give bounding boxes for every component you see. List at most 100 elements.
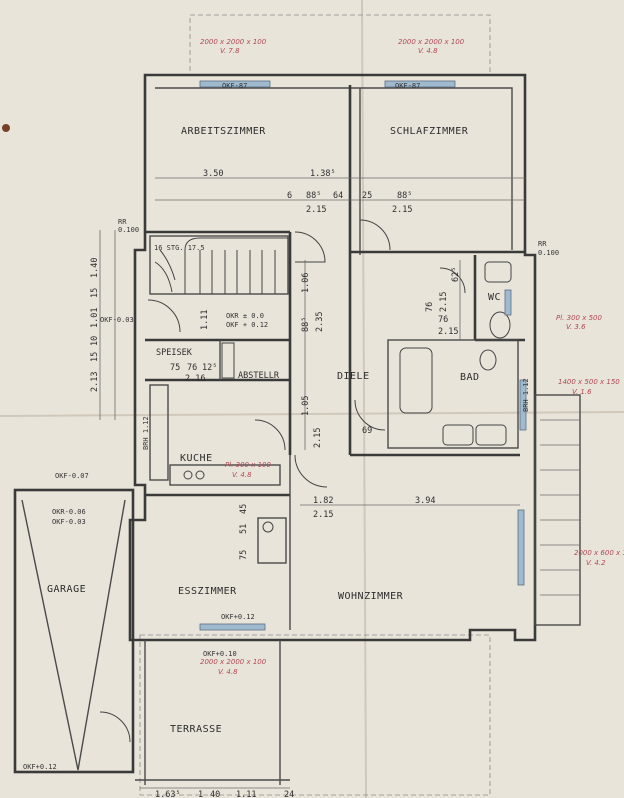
dimension-label: 1.06 <box>301 273 311 293</box>
level-note: OKF-0.03 <box>100 316 134 324</box>
sink <box>475 424 507 446</box>
level-note: OKF + 0.12 <box>226 321 268 329</box>
dimension-label: 2.16 <box>185 374 205 384</box>
pencil-note: V. 4.8 <box>232 471 252 479</box>
window <box>384 80 456 88</box>
rr-note: RR <box>538 240 547 248</box>
kitchen-counter <box>169 464 281 486</box>
dimension-label: 15 <box>90 288 100 298</box>
sink <box>442 424 474 446</box>
brh-note: BRH 1.12 <box>142 416 150 450</box>
dimension-label: 2.15 <box>439 292 449 312</box>
bathroom <box>387 339 519 449</box>
dimension-label: 88⁵ <box>301 317 311 332</box>
room-label-speisek: SPEISEK <box>156 348 193 358</box>
pencil-note: V. 4.8 <box>218 668 238 676</box>
window <box>504 289 512 316</box>
level-note: OKF+0.10 <box>203 650 237 658</box>
dimension-label: 12⁵ <box>202 363 217 373</box>
staircase <box>149 235 289 295</box>
dimension-label: 40 <box>210 790 220 798</box>
outer-wall <box>128 73 537 642</box>
room-label-kuche: KUCHE <box>180 453 213 464</box>
inner-wall-outline <box>155 87 513 250</box>
dimension-label: 1.11 <box>236 790 256 798</box>
room-label-wc: WC <box>488 292 501 303</box>
door-arc <box>354 399 386 431</box>
pencil-note: 1400 x 500 x 150 <box>558 378 620 386</box>
dimension-label: 2.35 <box>315 312 325 332</box>
pencil-note: Pl. 300 x 500 <box>556 314 602 322</box>
dimension-label: 1.63⁵ <box>155 790 181 798</box>
dimension-label: 24 <box>284 790 294 798</box>
bathtub <box>399 347 433 414</box>
dimension-label: 51 <box>239 524 249 534</box>
room-label-esszimmer: ESSZIMMER <box>178 586 237 597</box>
door-arc <box>254 419 286 451</box>
level-note: OKF-0.03 <box>52 518 86 526</box>
door-arc <box>294 231 326 263</box>
room-label-abstellr: ABSTELLR <box>238 371 280 381</box>
dimension-label: 75 <box>170 363 180 373</box>
dimension-label: 88⁵ <box>397 191 412 201</box>
level-note: OKR ± 0.0 <box>226 312 264 320</box>
dimension-label: 69 <box>362 426 372 436</box>
pencil-note: 2000 x 2000 x 100 <box>200 38 267 46</box>
dimension-label: 2.15 <box>313 510 333 520</box>
dimension-label: 2.13 <box>90 372 100 392</box>
room-label-garage: GARAGE <box>47 584 86 595</box>
dimension-label: 2.15 <box>392 205 412 215</box>
kitchen-counter <box>149 384 169 481</box>
level-note: OKF-87 <box>222 82 247 90</box>
pencil-note: 2000 x 2000 x 100 <box>200 658 267 666</box>
roof-outline <box>189 14 491 76</box>
door-arc <box>439 267 466 294</box>
stove-burner <box>195 470 205 480</box>
dimension-label: 2.15 <box>313 428 323 448</box>
level-note: OKF-87 <box>395 82 420 90</box>
garage <box>13 488 135 774</box>
dimension-label: 25 <box>362 191 372 201</box>
dimension-label: 1.11 <box>200 310 210 330</box>
pencil-note: V. 1.6 <box>572 388 592 396</box>
dimension-label: 1.05 <box>301 396 311 416</box>
dimension-label: 15 <box>90 352 100 362</box>
dimension-label: 2.15 <box>306 205 326 215</box>
pencil-note: V. 4.2 <box>586 559 606 567</box>
stair-treads <box>184 237 288 294</box>
rr-note: 0.100 <box>538 249 559 257</box>
dimension-label: 10 <box>90 336 100 346</box>
dimension-label: 45 <box>239 504 249 514</box>
toilet <box>479 349 497 371</box>
wc-sink <box>484 261 512 283</box>
garage-door-sweep <box>21 499 126 771</box>
level-note: OKF+0.12 <box>221 613 255 621</box>
fireplace-flue <box>262 521 274 533</box>
brh-note: BRH 1.12 <box>522 378 530 412</box>
stair-curve <box>154 249 176 293</box>
stove-burner <box>183 470 193 480</box>
window <box>519 379 527 431</box>
door-arc <box>359 219 391 251</box>
pencil-note: Pl. 300 x 100 <box>225 461 271 469</box>
paper-fold <box>361 0 367 798</box>
window <box>517 509 525 586</box>
room-label-bad: BAD <box>460 372 480 383</box>
dimension-label: 88⁵ <box>306 191 321 201</box>
pencil-note: V. 4.8 <box>418 47 438 55</box>
room-label-diele: DIELE <box>337 371 370 382</box>
dimension-label: 75 <box>239 550 249 560</box>
door-arc <box>99 711 131 743</box>
room-label-wohnzimmer: WOHNZIMMER <box>338 591 404 602</box>
dimension-label: 1 <box>198 790 203 798</box>
room-label-arbeitszimmer: ARBEITSZIMMER <box>181 126 266 137</box>
rr-note: RR <box>118 218 127 226</box>
storage-shelf <box>221 342 235 379</box>
room-label-schlafzimmer: SCHLAFZIMMER <box>390 126 469 137</box>
stair-note: 16 STG. 17.5 <box>154 244 205 252</box>
rr-note: 0.100 <box>118 226 139 234</box>
paper-fold <box>0 411 624 417</box>
door-arc <box>147 299 181 333</box>
dimension-label: 1.82 <box>313 496 333 506</box>
